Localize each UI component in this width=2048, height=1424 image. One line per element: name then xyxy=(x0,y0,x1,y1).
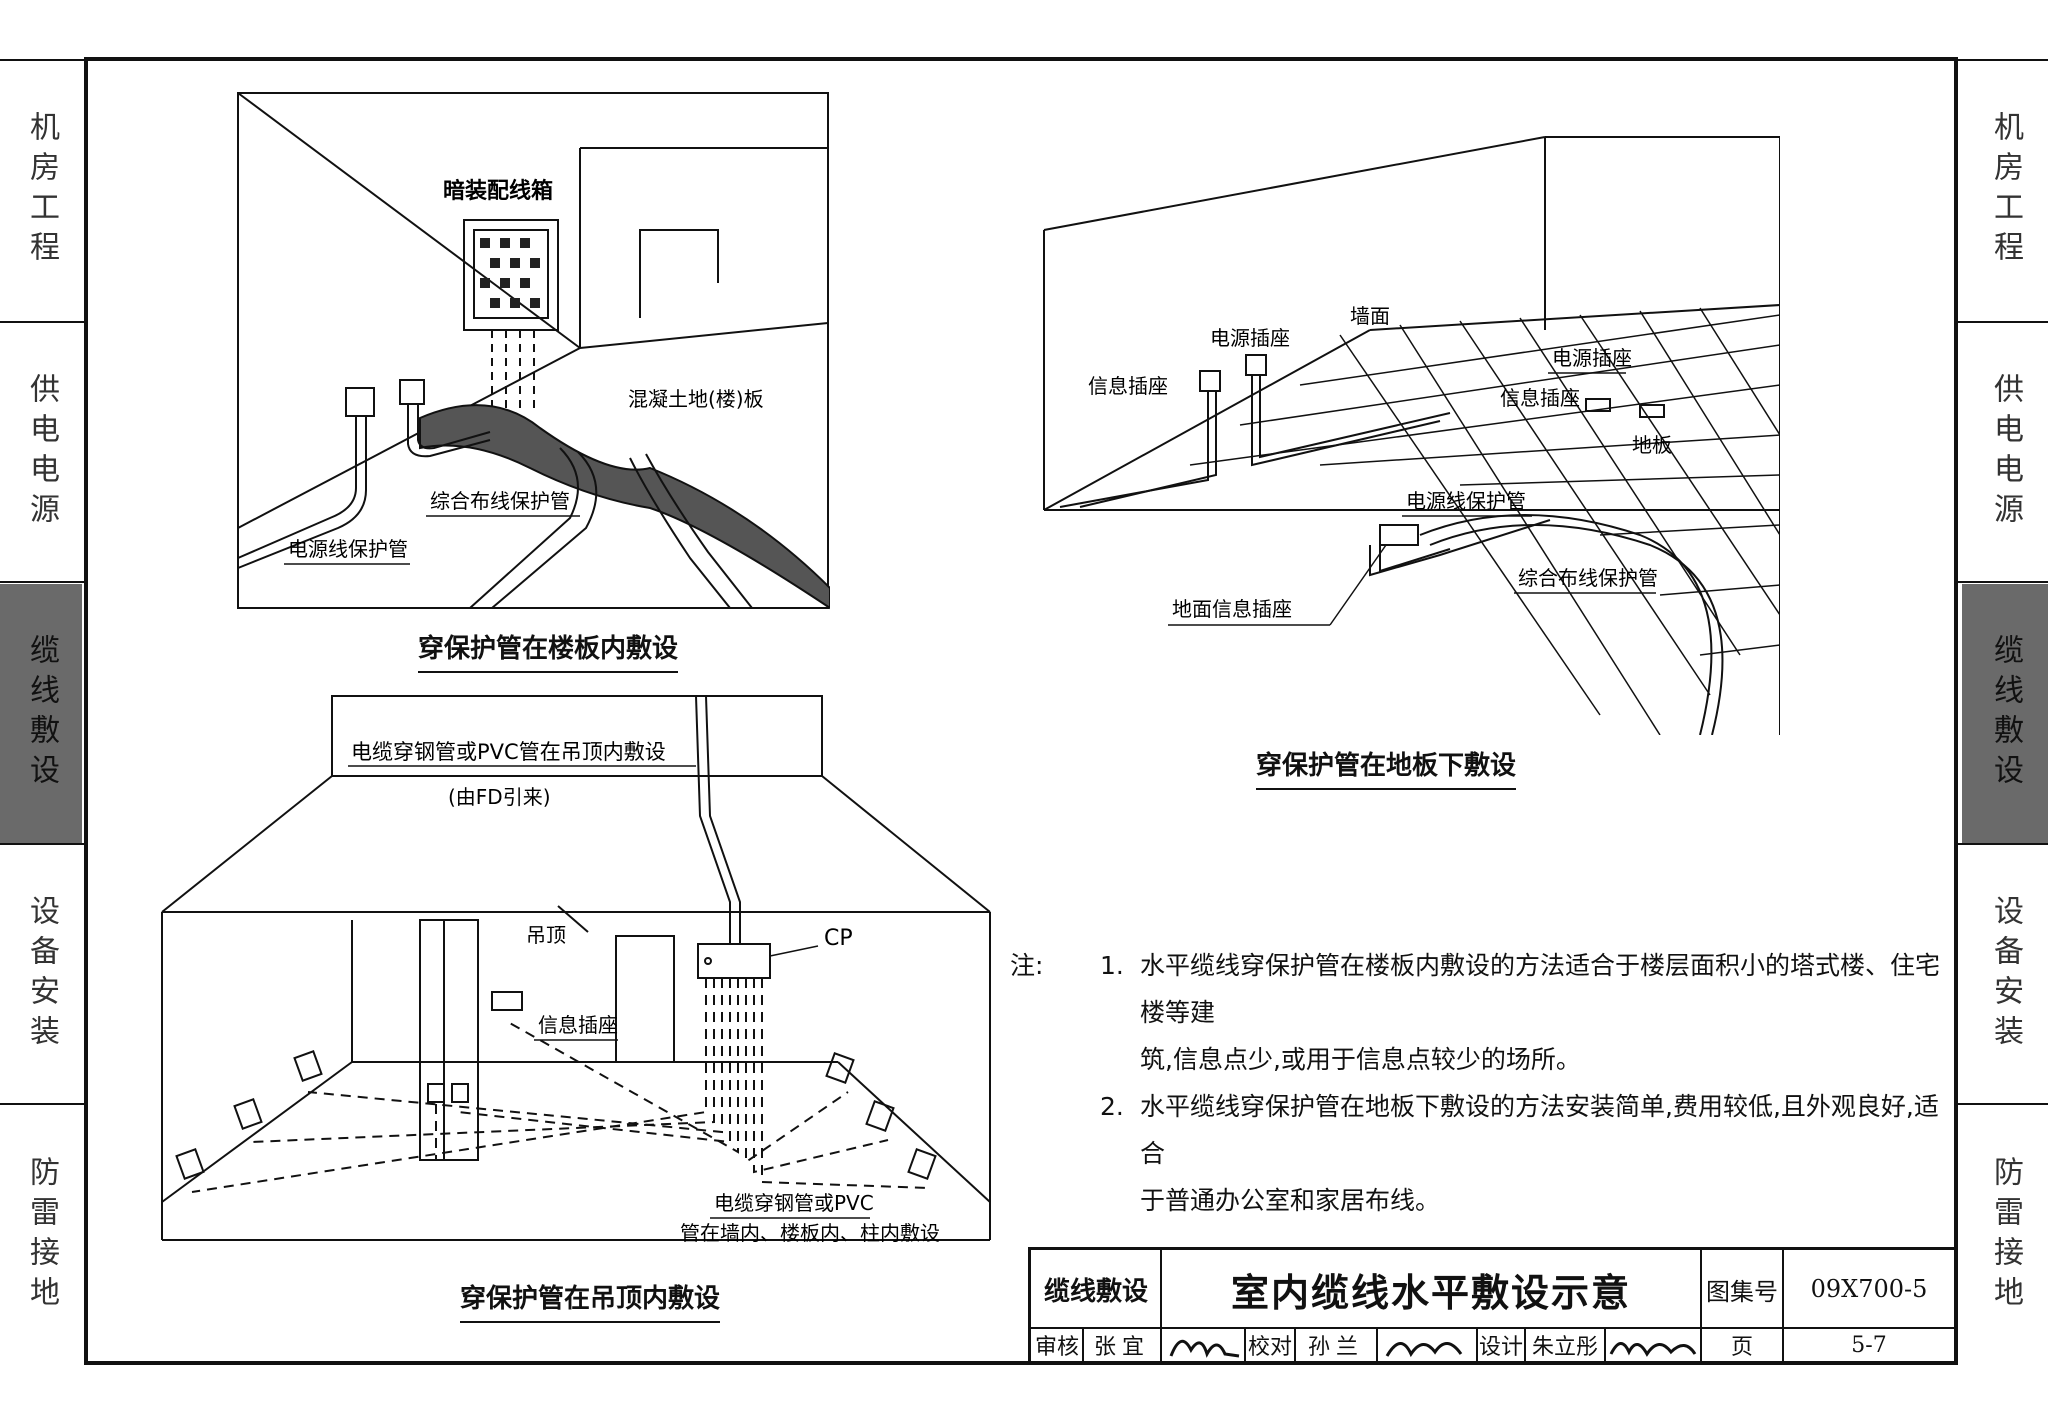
note-line: 水平缆线穿保护管在楼板内敷设的方法适合于楼层面积小的塔式楼、住宅楼等建 xyxy=(1140,951,1941,1027)
caption-figure2: 穿保护管在地板下敷设 xyxy=(1256,745,1517,790)
label-info-socket: 信息插座 xyxy=(538,1013,618,1037)
review-label: 审核 xyxy=(1034,1335,1079,1360)
check-label: 校对 xyxy=(1247,1335,1292,1360)
design-label: 设计 xyxy=(1478,1335,1523,1360)
reviewer-name: 张宜 xyxy=(1093,1335,1150,1360)
side-tab-right-machine-room[interactable]: 机房工程 xyxy=(1962,60,2048,322)
side-tab-label: 缆线敷设 xyxy=(1988,634,2023,794)
figure-underfloor-conduit: 墙面 电源插座 信息插座 电源插座 信息插座 地板 电源线保护管 综合布线保护管… xyxy=(1043,136,1780,735)
label-wall-run-line2: 管在墙内、楼板内、柱内敷设 xyxy=(680,1221,940,1245)
caption-figure3: 穿保护管在吊顶内敷设 xyxy=(460,1278,721,1323)
label-ceiling-run-line2: (由FD引来) xyxy=(448,785,551,809)
caption-figure1: 穿保护管在楼板内敷设 xyxy=(418,628,679,673)
drawing-frame xyxy=(84,57,1958,1365)
box-grid xyxy=(480,238,540,308)
label-cp: CP xyxy=(824,926,853,951)
notes-lead: 注: xyxy=(1010,951,1044,980)
signature-marks xyxy=(1169,1339,1697,1358)
title-block: 缆线敷设 室内缆线水平敷设示意 图集号 09X700-5 审核 张宜 校对 孙兰… xyxy=(1028,1247,1958,1365)
side-tab-right-equipment[interactable]: 设备安装 xyxy=(1962,846,2048,1104)
side-tab-label: 设备安装 xyxy=(24,895,59,1055)
note-number: 1. xyxy=(1100,951,1124,980)
side-tab-label: 防雷接地 xyxy=(1988,1156,2023,1316)
side-tab-label: 防雷接地 xyxy=(24,1156,59,1316)
label-power-socket-floor: 电源插座 xyxy=(1552,346,1632,370)
side-tab-label: 供电电源 xyxy=(1988,373,2023,533)
side-tab-left-cabling[interactable]: 缆线敷设 xyxy=(0,584,82,844)
label-ceiling-run-line1: 电缆穿钢管或PVC管在吊顶内敷设 xyxy=(351,740,666,764)
note-line: 水平缆线穿保护管在地板下敷设的方法安装简单,费用较低,且外观良好,适合 xyxy=(1140,1092,1939,1168)
note-number: 2. xyxy=(1100,1092,1124,1121)
label-wall-run-line1: 电缆穿钢管或PVC xyxy=(714,1191,874,1215)
label-comm-pipe: 综合布线保护管 xyxy=(1518,566,1658,590)
label-wall: 墙面 xyxy=(1350,304,1390,328)
notes-block: 注:1.水平缆线穿保护管在楼板内敷设的方法适合于楼层面积小的塔式楼、住宅楼等建 … xyxy=(1010,942,1950,1224)
title-block-grid xyxy=(1031,1250,1955,1362)
side-tab-label: 设备安装 xyxy=(1988,895,2023,1055)
note-item-2: 2. 水平缆线穿保护管在地板下敷设的方法安装简单,费用较低,且外观良好,适合 xyxy=(1010,1083,1950,1177)
side-tab-left-equipment[interactable]: 设备安装 xyxy=(0,846,82,1104)
floor-tiles xyxy=(1189,307,1780,735)
side-tab-label: 缆线敷设 xyxy=(24,634,59,794)
figure-slab-conduit: 暗装配线箱 混凝土地(楼)板 综合布线保护管 电源线保护管 xyxy=(237,92,830,610)
label-power-socket-wall: 电源插座 xyxy=(1210,326,1290,350)
label-comm-pipe: 综合布线保护管 xyxy=(430,489,570,513)
label-info-socket-wall: 信息插座 xyxy=(1088,374,1168,398)
side-tab-left-machine-room[interactable]: 机房工程 xyxy=(0,60,82,322)
label-info-socket-floor: 信息插座 xyxy=(1500,386,1580,410)
figure-ceiling-conduit: 电缆穿钢管或PVC管在吊顶内敷设 (由FD引来) 吊顶 CP 信息插座 电缆穿钢… xyxy=(161,695,991,1245)
drawing-title: 室内缆线水平敷设示意 xyxy=(1230,1270,1631,1315)
side-tab-left-power-supply[interactable]: 供电电源 xyxy=(0,324,82,582)
label-power-pipe: 电源线保护管 xyxy=(1406,489,1526,513)
checker-name: 孙兰 xyxy=(1307,1335,1364,1360)
title-section: 缆线敷设 xyxy=(1043,1276,1148,1307)
side-tab-right-lightning[interactable]: 防雷接地 xyxy=(1962,1106,2048,1366)
label-floor-info-socket: 地面信息插座 xyxy=(1172,597,1292,621)
page-number: 5-7 xyxy=(1851,1332,1887,1358)
note-line: 筑,信息点少,或用于信息点较少的场所。 xyxy=(1140,1045,1581,1074)
page-label: 页 xyxy=(1730,1335,1753,1360)
side-tab-label: 机房工程 xyxy=(24,111,59,271)
label-box: 暗装配线箱 xyxy=(443,178,553,204)
atlas-number: 09X700-5 xyxy=(1810,1275,1928,1303)
side-tab-label: 供电电源 xyxy=(24,373,59,533)
side-tab-right-power-supply[interactable]: 供电电源 xyxy=(1962,324,2048,582)
note-item-1: 注: 1. 水平缆线穿保护管在楼板内敷设的方法适合于楼层面积小的塔式楼、住宅楼等建 xyxy=(1010,942,1950,1036)
label-ceiling: 吊顶 xyxy=(526,923,566,947)
label-power-pipe: 电源线保护管 xyxy=(288,537,408,561)
side-tab-left-lightning[interactable]: 防雷接地 xyxy=(0,1106,82,1366)
atlas-label: 图集号 xyxy=(1706,1277,1778,1306)
label-slab: 混凝土地(楼)板 xyxy=(628,387,764,411)
label-floor: 地板 xyxy=(1632,433,1672,457)
side-tab-label: 机房工程 xyxy=(1988,111,2023,271)
note-line: 于普通办公室和家居布线。 xyxy=(1140,1186,1441,1215)
designer-name: 朱立彤 xyxy=(1531,1335,1598,1360)
side-tab-right-cabling[interactable]: 缆线敷设 xyxy=(1962,584,2048,844)
